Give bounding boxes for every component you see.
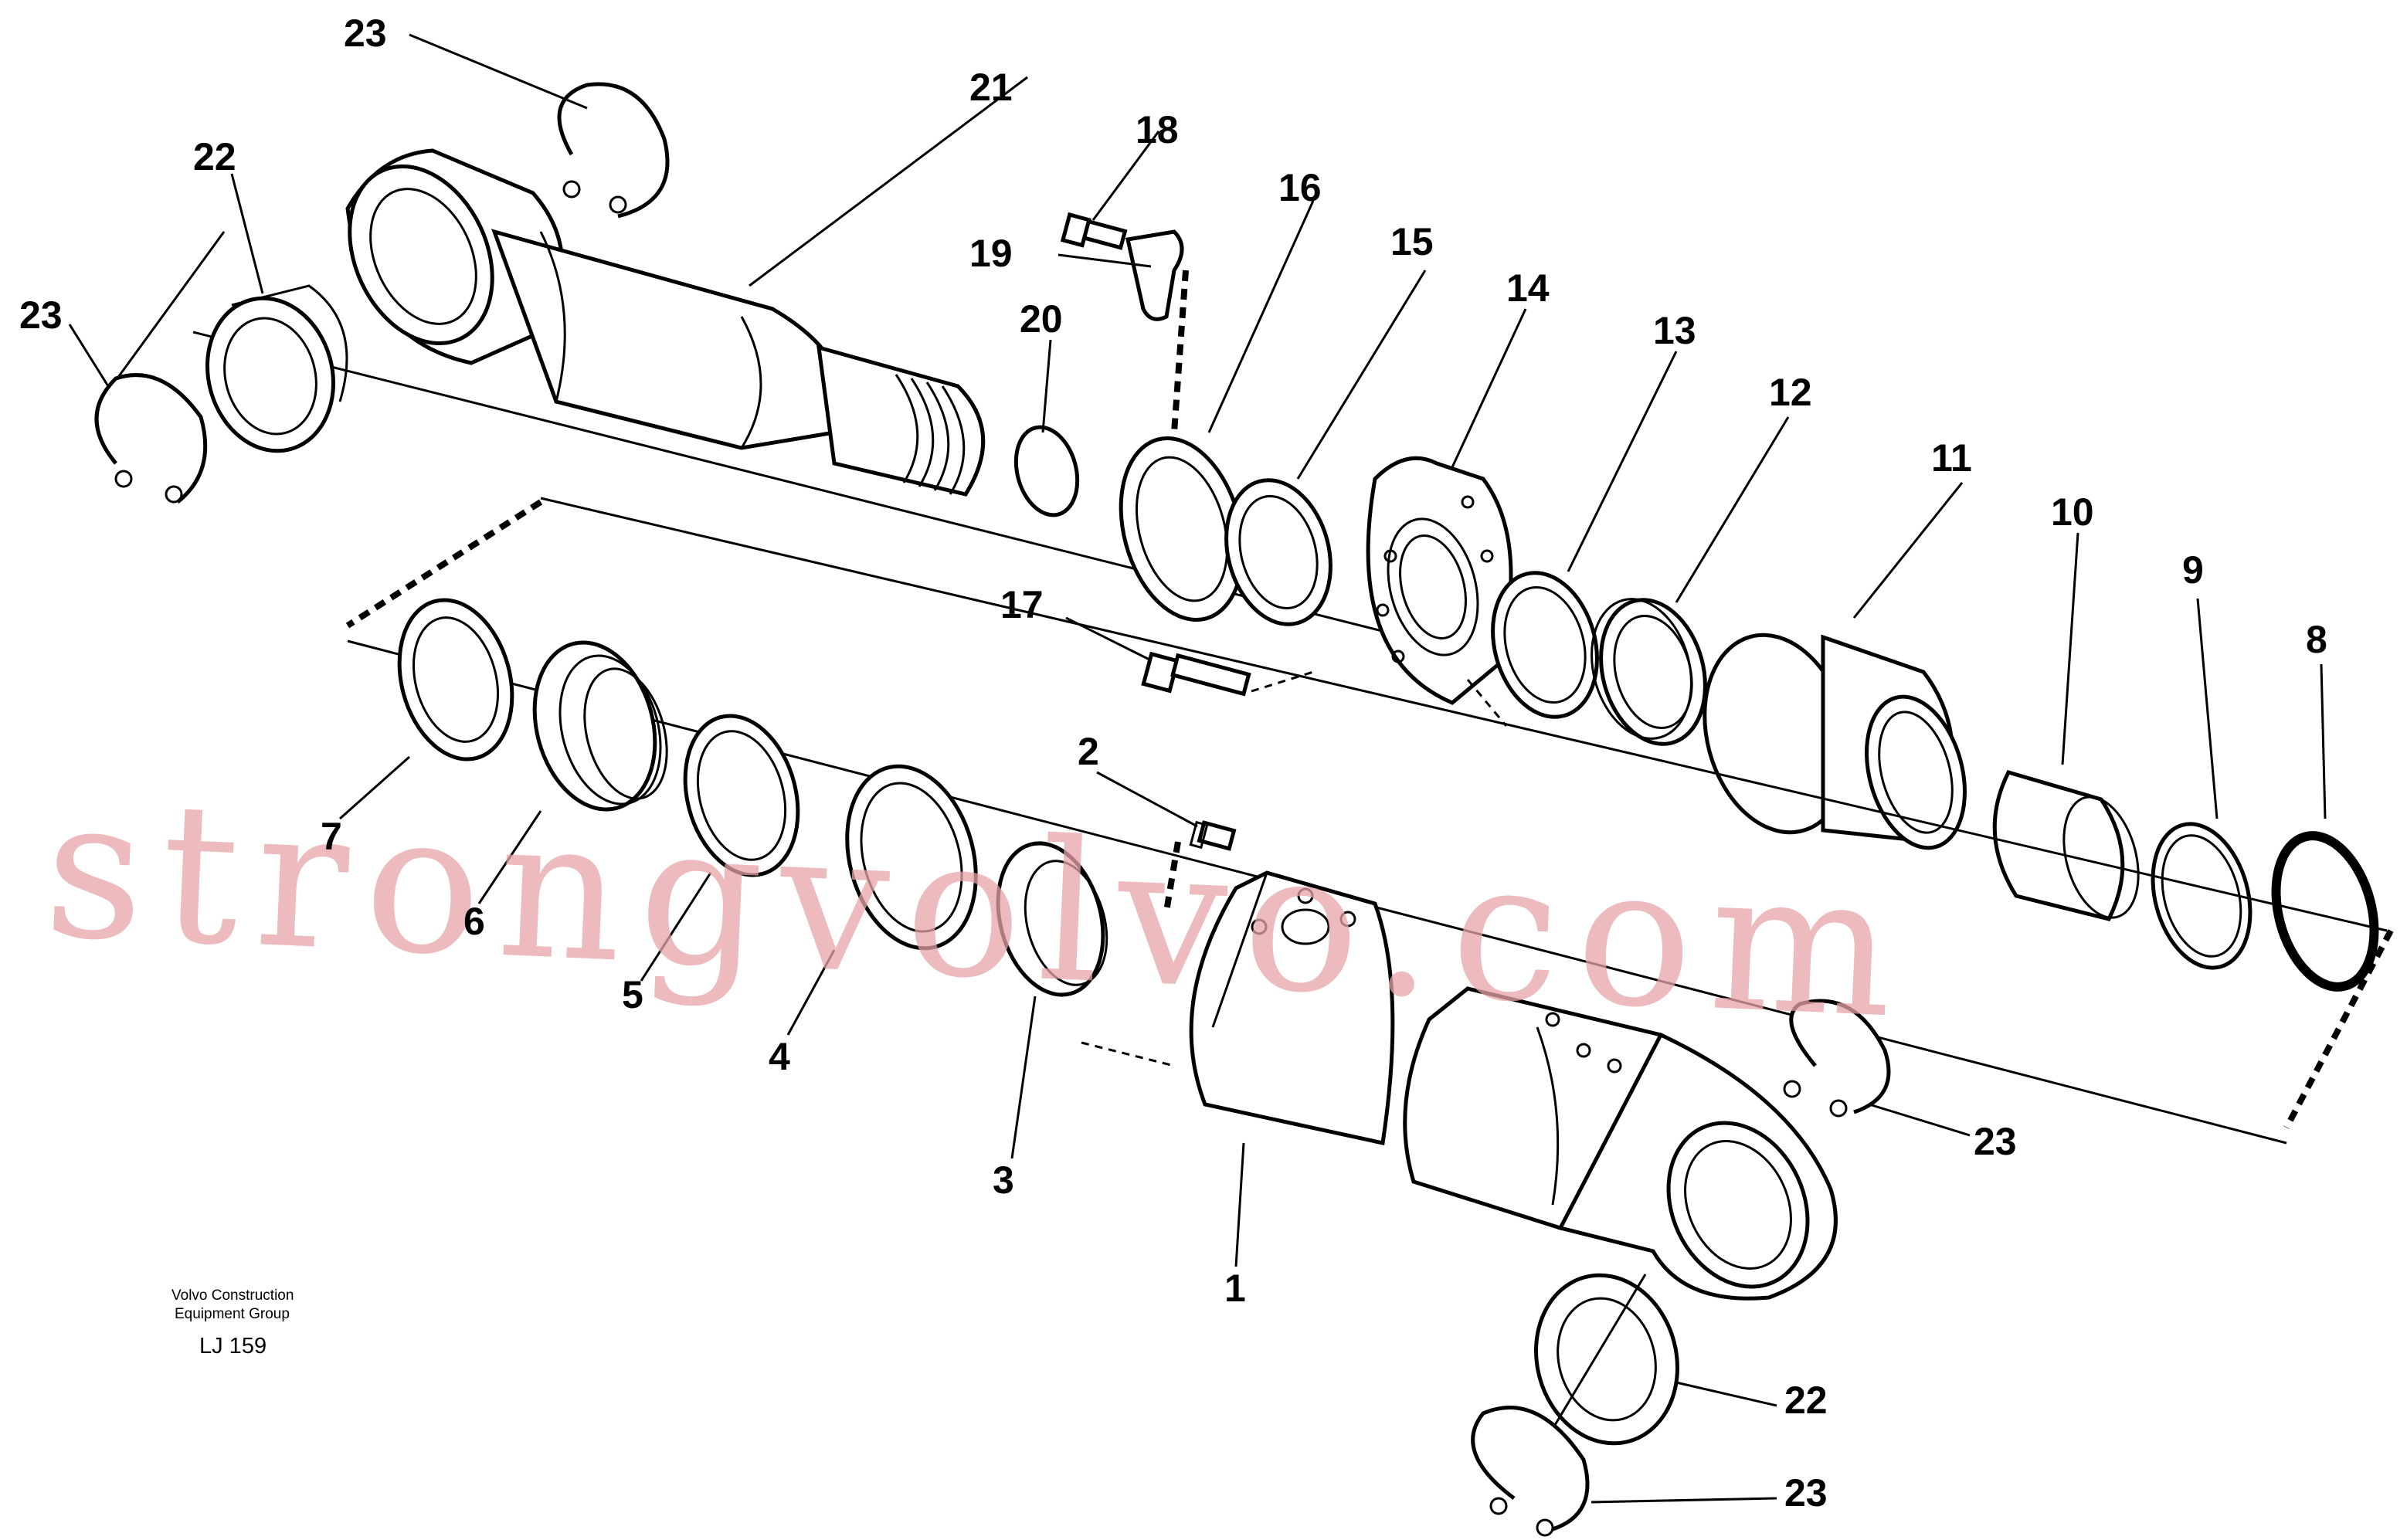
part-number-callouts: 23 22 23 21 18 19 16 20 15 14 13 12 11 1… (19, 12, 2327, 1515)
callout-23-lower-right: 23 (1974, 1120, 2017, 1163)
callout-16: 16 (1278, 166, 1322, 209)
bushing (1992, 770, 2140, 921)
callout-22-lower: 22 (1784, 1379, 1828, 1422)
watermark: strongvolvo.com (40, 755, 1914, 1061)
leader-lines (68, 33, 2327, 1504)
cylinder-head (1366, 456, 1513, 727)
piston (1703, 633, 1967, 850)
upper-piston-rod-assembly (94, 82, 2379, 992)
piston-seal-ring (1224, 478, 1333, 626)
callout-6: 6 (463, 900, 485, 943)
spherical-bearing-upper (205, 284, 348, 453)
rod-seal (1591, 598, 1707, 746)
callout-13: 13 (1653, 309, 1696, 352)
callout-15: 15 (1390, 220, 1434, 263)
cylinder-head-bolt (1141, 651, 1314, 697)
circlip-lower-bottom (1471, 1406, 1590, 1537)
snap-ring (2271, 831, 2379, 992)
lock-bolt-and-tab (1060, 212, 1189, 433)
caption-code: LJ 159 (199, 1334, 267, 1359)
rod-thread-end (816, 344, 986, 497)
callout-10: 10 (2051, 490, 2094, 534)
circlip-upper-right (557, 82, 670, 219)
o-ring (1013, 425, 1080, 517)
callout-23-top: 23 (344, 12, 387, 55)
lock-plate (1119, 436, 1245, 622)
callout-4: 4 (769, 1035, 790, 1078)
callout-8: 8 (2306, 618, 2327, 661)
callout-17: 17 (1000, 583, 1044, 626)
callout-22-top: 22 (193, 135, 236, 178)
callout-21: 21 (969, 66, 1013, 109)
callout-18: 18 (1136, 108, 1179, 151)
callout-7: 7 (321, 815, 342, 858)
caption-group: Equipment Group (175, 1306, 290, 1322)
callout-3: 3 (993, 1158, 1014, 1202)
lower-cylinder-tube-assembly (345, 497, 2394, 1537)
callout-19: 19 (969, 232, 1013, 275)
callout-12: 12 (1769, 371, 1812, 414)
circlip-lower-right (1783, 999, 1891, 1118)
cylinder-tube (1081, 870, 1838, 1301)
callout-2: 2 (1078, 730, 1099, 773)
grease-nipple (1189, 820, 1237, 851)
rod-eye (345, 148, 844, 450)
figure-caption: Volvo Construction Equipment Group LJ 15… (171, 1287, 294, 1359)
callout-9: 9 (2182, 548, 2204, 592)
guide-ring (1491, 571, 1599, 719)
seal-7 (397, 598, 514, 762)
circlip-upper-left (94, 373, 208, 504)
ring-4 (845, 764, 978, 951)
caption-company: Volvo Construction (171, 1287, 294, 1304)
callout-5: 5 (622, 973, 643, 1016)
callout-20: 20 (1020, 297, 1063, 341)
callout-14: 14 (1506, 266, 1550, 310)
seal-5 (683, 714, 800, 877)
callout-1: 1 (1224, 1267, 1246, 1310)
seal-6 (532, 640, 668, 812)
wear-ring (2151, 822, 2253, 970)
callout-23-bottom: 23 (1784, 1471, 1828, 1515)
callout-23-left: 23 (19, 293, 63, 337)
seal-3 (996, 841, 1181, 997)
callout-11: 11 (1931, 436, 1972, 480)
